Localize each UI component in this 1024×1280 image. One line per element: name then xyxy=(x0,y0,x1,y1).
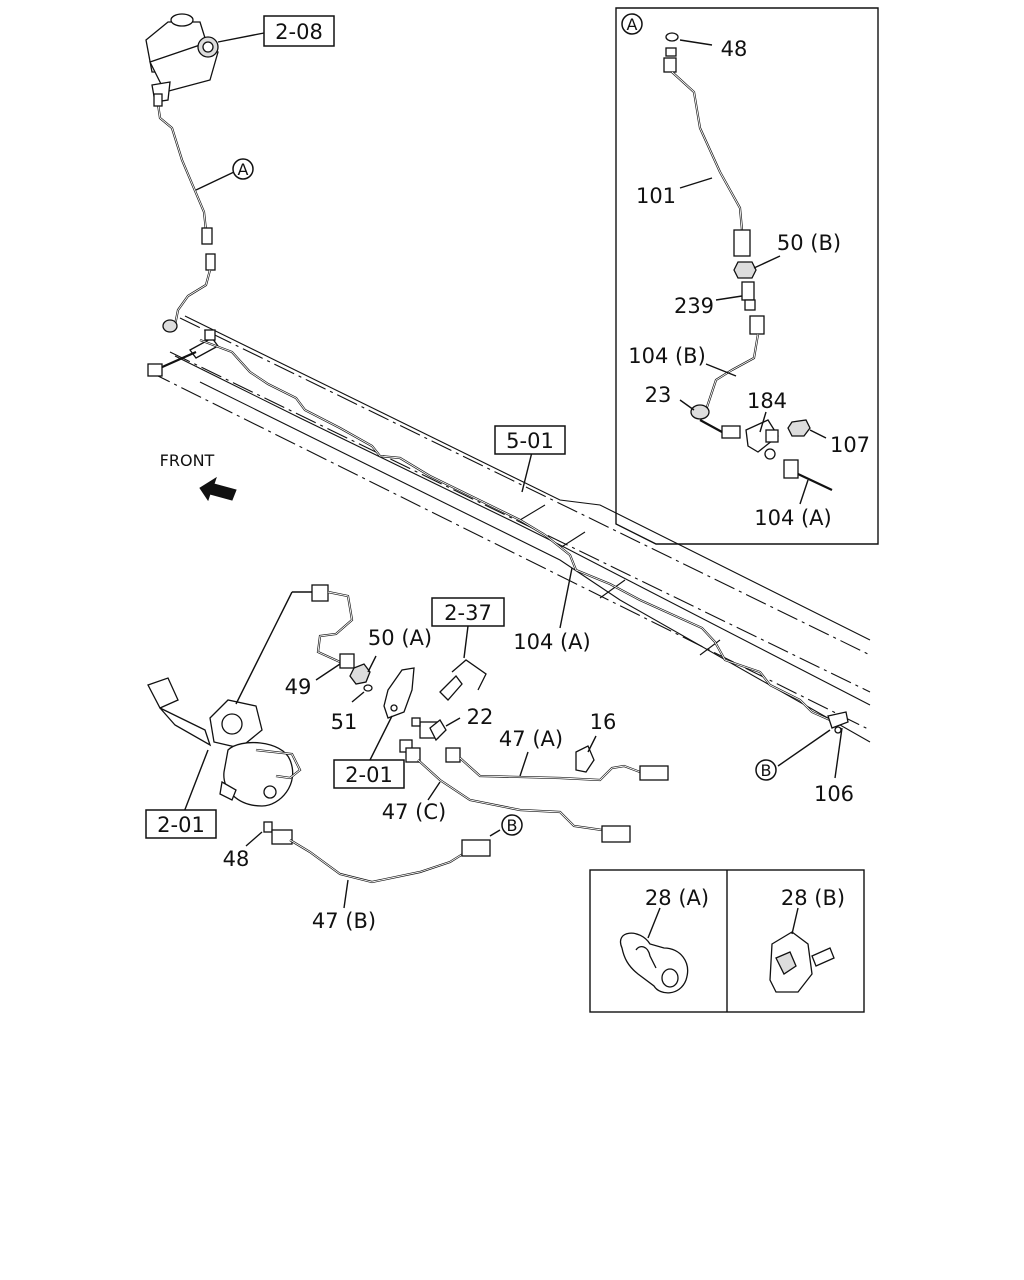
label-48-lower: 48 xyxy=(223,847,250,871)
ref-2-01-slave-text: 2-01 xyxy=(157,813,205,837)
inset-clips xyxy=(589,869,865,1013)
label-104a-inset: 104 (A) xyxy=(754,506,832,530)
pipe-101-main xyxy=(153,93,235,326)
bracket-group xyxy=(349,655,415,761)
frame-front-joint xyxy=(147,319,219,377)
callout-a-main-text: A xyxy=(238,160,249,179)
callout-b-right-text: B xyxy=(761,761,772,780)
label-101: 101 xyxy=(636,184,676,208)
callout-b-right[interactable]: B xyxy=(755,759,777,781)
ref-5-01-text: 5-01 xyxy=(506,429,554,453)
pipe-47c xyxy=(405,747,631,843)
pipe-49 xyxy=(292,584,355,681)
ref-2-08-text: 2-08 xyxy=(275,20,323,44)
ref-2-37[interactable]: 2-37 xyxy=(431,597,505,627)
label-104a-main: 104 (A) xyxy=(513,630,591,654)
clip-16 xyxy=(575,735,597,773)
label-50a: 50 (A) xyxy=(368,626,432,650)
label-104b: 104 (B) xyxy=(628,344,706,368)
label-106: 106 xyxy=(814,782,854,806)
ref-2-08[interactable]: 2-08 xyxy=(263,15,335,47)
pipe-47a xyxy=(445,747,669,782)
label-47a: 47 (A) xyxy=(499,727,563,751)
ref-2-01-bracket[interactable]: 2-01 xyxy=(333,759,405,789)
slave-cylinder xyxy=(147,591,302,813)
callout-a-inset[interactable]: A xyxy=(621,13,643,35)
pipe-47b xyxy=(245,821,501,909)
front-arrow-icon xyxy=(199,476,237,502)
hose-2-37 xyxy=(439,625,487,701)
label-47b: 47 (B) xyxy=(312,909,376,933)
label-51: 51 xyxy=(331,710,358,734)
label-50b: 50 (B) xyxy=(777,231,841,255)
label-28a: 28 (A) xyxy=(645,886,709,910)
part-labels: 48 101 50 (B) 239 104 (B) 23 184 107 104… xyxy=(223,37,870,933)
callout-a-inset-text: A xyxy=(627,15,638,34)
front-indicator: FRONT xyxy=(160,451,237,502)
label-49: 49 xyxy=(285,675,312,699)
label-23: 23 xyxy=(645,383,672,407)
callout-a-main[interactable]: A xyxy=(232,158,254,180)
ref-2-37-text: 2-37 xyxy=(444,601,492,625)
callout-b-lower-text: B xyxy=(507,816,518,835)
frame-rails xyxy=(149,315,871,743)
label-16: 16 xyxy=(590,710,617,734)
label-28b: 28 (B) xyxy=(781,886,845,910)
inset-a: A xyxy=(615,7,879,545)
label-107: 107 xyxy=(830,433,870,457)
junction-22 xyxy=(399,717,461,753)
front-label: FRONT xyxy=(160,451,215,470)
callout-b-lower[interactable]: B xyxy=(501,814,523,836)
rear-joint-106 xyxy=(777,711,849,779)
pipe-104a-long xyxy=(199,338,831,722)
ref-2-01-bracket-text: 2-01 xyxy=(345,763,393,787)
ref-5-01[interactable]: 5-01 xyxy=(494,425,566,455)
ref-2-01-slave[interactable]: 2-01 xyxy=(145,809,217,839)
label-184: 184 xyxy=(747,389,787,413)
label-22: 22 xyxy=(467,705,494,729)
label-47c: 47 (C) xyxy=(382,800,446,824)
label-48-inset: 48 xyxy=(721,37,748,61)
master-cylinder xyxy=(145,13,265,103)
label-239: 239 xyxy=(674,294,714,318)
